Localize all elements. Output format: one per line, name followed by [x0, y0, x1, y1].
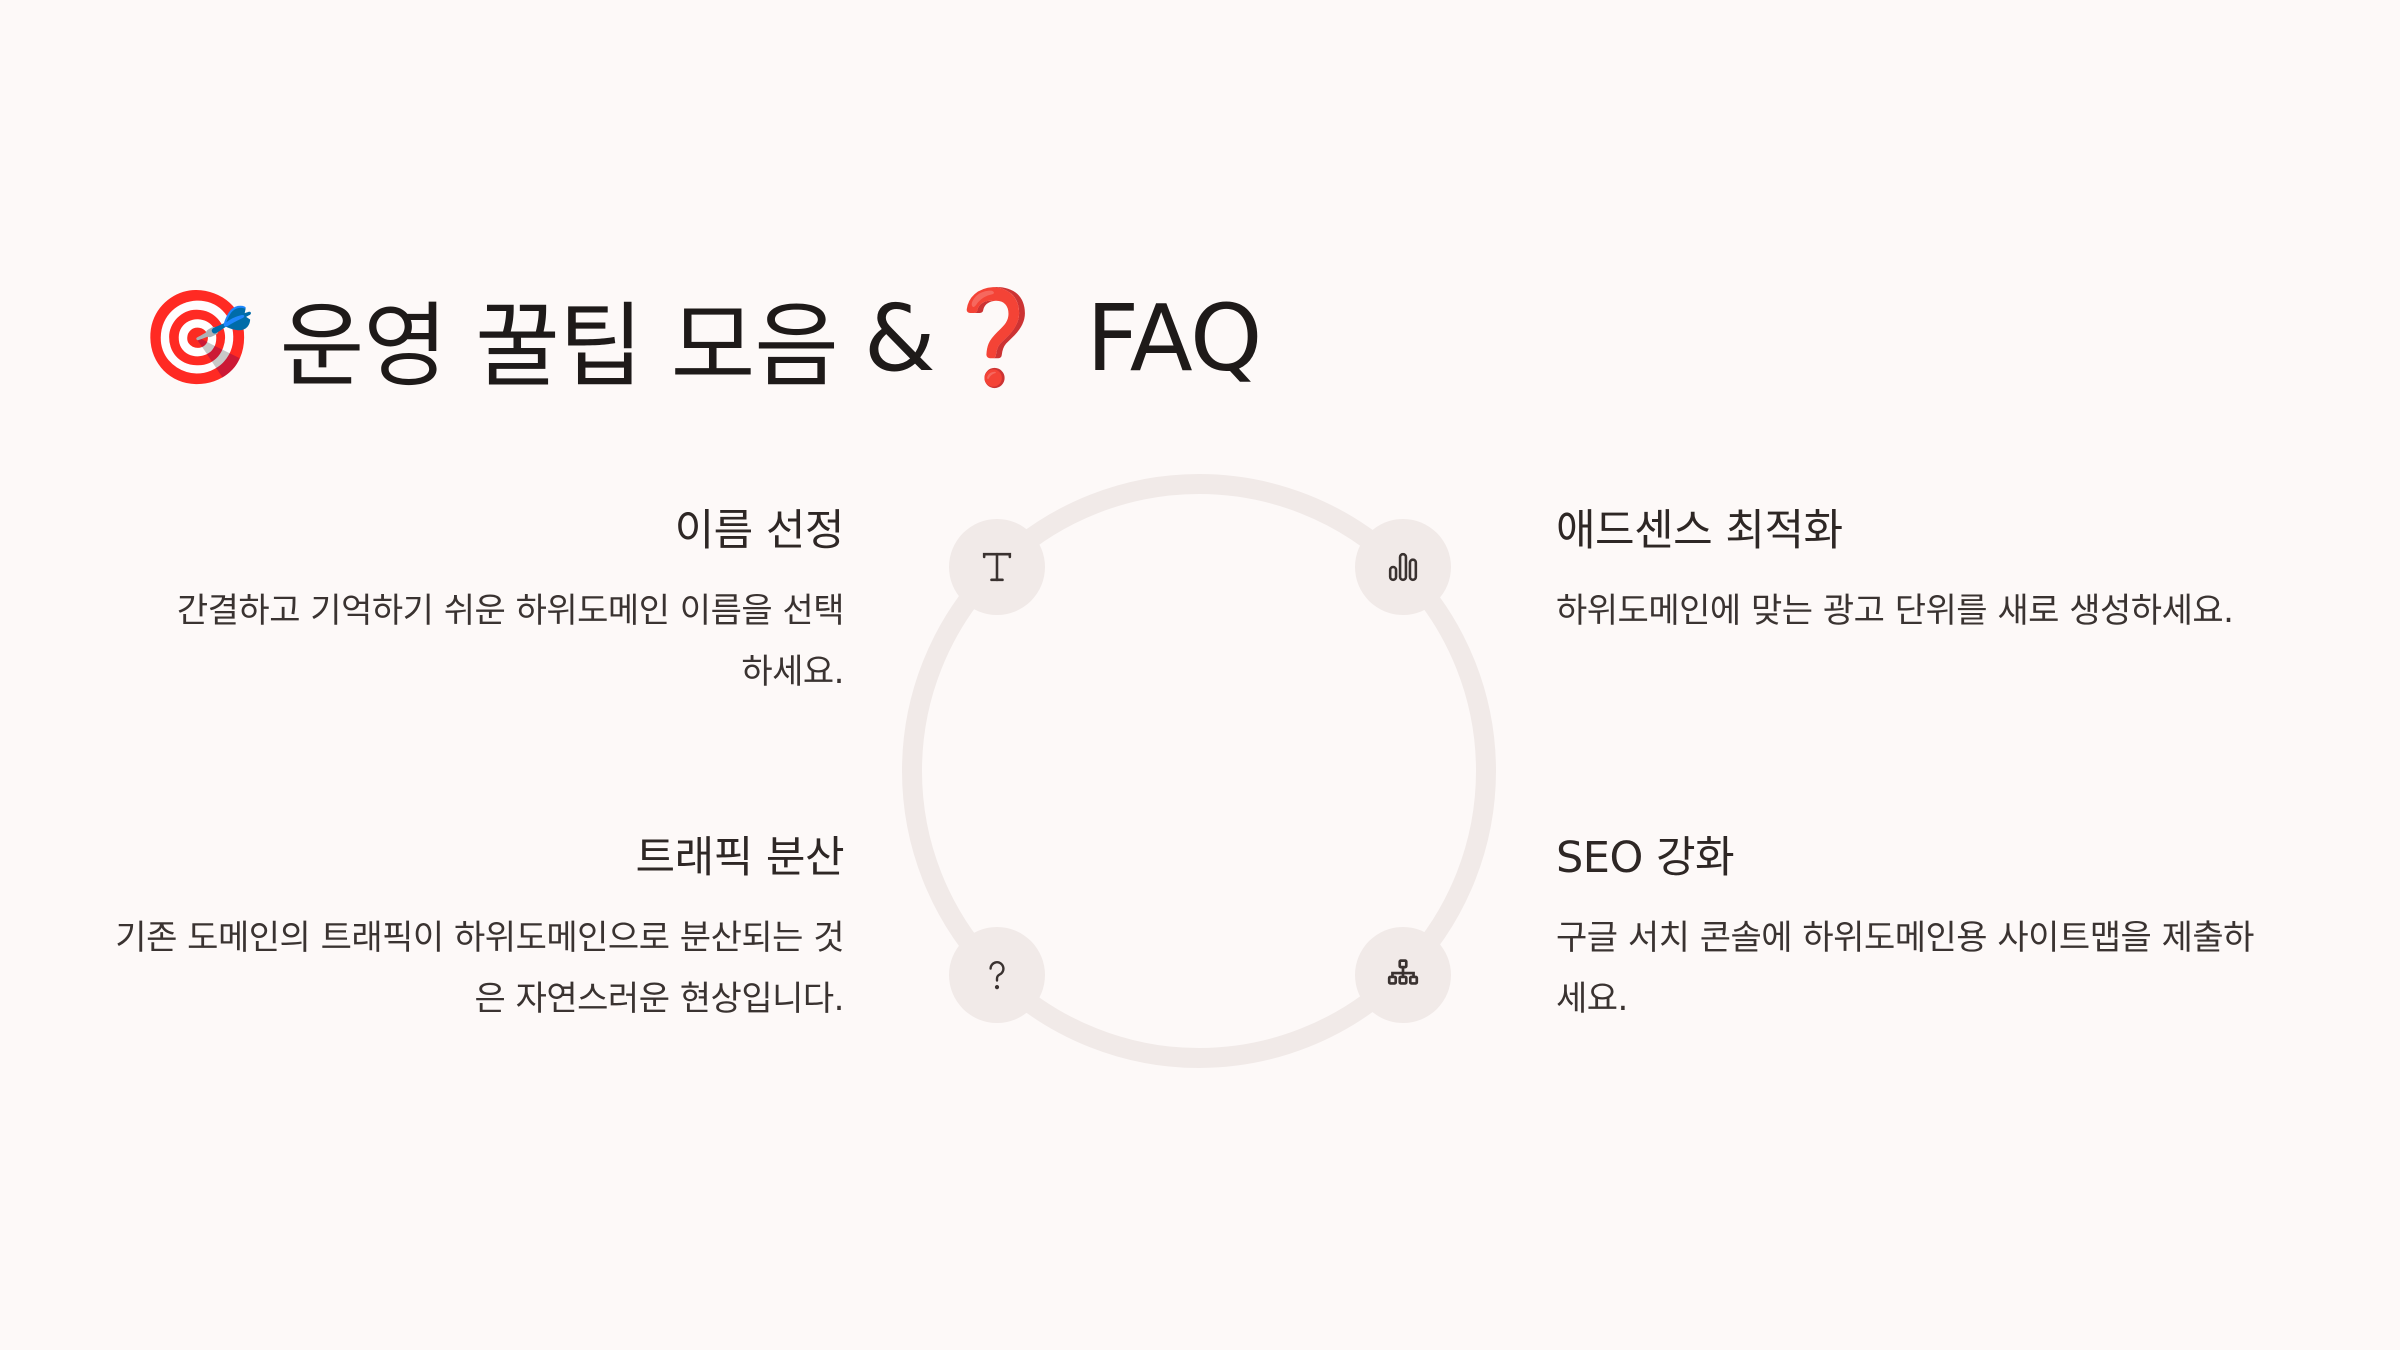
title-ampersand: &	[863, 284, 936, 392]
node-traffic	[949, 927, 1045, 1023]
target-icon: 🎯	[140, 284, 255, 391]
text-icon	[982, 552, 1012, 582]
question-mark-icon: ❓	[938, 284, 1054, 391]
tip-title: 트래픽 분산	[635, 833, 845, 883]
tip-description: 하위도메인에 맞는 광고 단위를 새로 생성하세요.	[1556, 591, 2234, 631]
bar-chart-icon	[1388, 552, 1418, 582]
tip-description: 기존 도메인의 트래픽이 하위도메인으로 분산되는 것은 자연스러운 현상입니다…	[115, 918, 844, 1019]
tip-name-selection: 이름 선정 간결하고 기억하기 쉬운 하위도메인 이름을 선택하세요.	[104, 503, 845, 703]
node-adsense	[1355, 519, 1451, 615]
node-seo	[1355, 927, 1451, 1023]
tip-traffic: 트래픽 분산 기존 도메인의 트래픽이 하위도메인으로 분산되는 것은 자연스러…	[104, 830, 844, 1030]
tip-description: 간결하고 기억하기 쉬운 하위도메인 이름을 선택하세요.	[176, 591, 845, 692]
tip-adsense: 애드센스 최적화 하위도메인에 맞는 광고 단위를 새로 생성하세요.	[1556, 503, 2296, 642]
tip-title: 이름 선정	[674, 506, 845, 556]
tip-description: 구글 서치 콘솔에 하위도메인용 사이트맵을 제출하세요.	[1556, 918, 2254, 1019]
title-text-main: 운영 꿀팁 모음	[279, 292, 839, 400]
tip-title: SEO 강화	[1556, 833, 1735, 883]
question-icon	[989, 961, 1005, 990]
sitemap-icon	[1387, 959, 1419, 985]
title-text-faq: FAQ	[1086, 284, 1262, 392]
page-title: 🎯 운영 꿀팁 모음 & ❓ FAQ	[140, 278, 1262, 400]
node-name-selection	[949, 519, 1045, 615]
tip-seo: SEO 강화 구글 서치 콘솔에 하위도메인용 사이트맵을 제출하세요.	[1556, 830, 2296, 1030]
tip-title: 애드센스 최적화	[1556, 506, 1843, 556]
